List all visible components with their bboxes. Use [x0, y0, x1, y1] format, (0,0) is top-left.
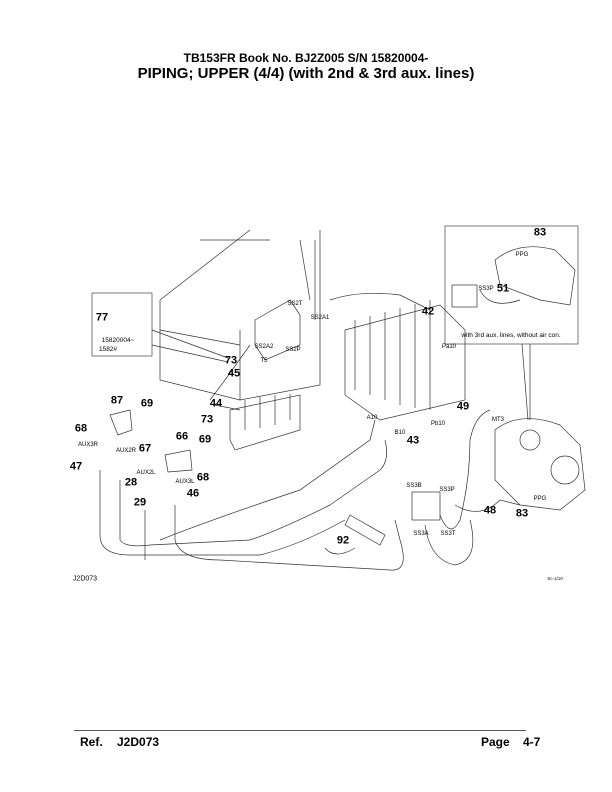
port-label: SS3B [406, 483, 422, 489]
callout-44: 44 [209, 397, 223, 410]
inset-serial-from: 15820004~ [101, 336, 135, 344]
callout-47: 47 [69, 460, 83, 473]
header-book-info: TB153FR Book No. BJ2Z005 S/N 15820004- [183, 51, 429, 65]
port-label: SS2P [285, 347, 301, 353]
inset-box-3rd-aux [444, 225, 579, 345]
port-label: SS2T [287, 301, 303, 307]
callout-45: 45 [227, 367, 241, 380]
sheet-code: Sc-1/10 [547, 575, 563, 581]
port-label: B10 [394, 430, 406, 436]
callout-69: 69 [198, 433, 212, 446]
inset-serial-to: 1582# [98, 345, 118, 353]
callout-51: 51 [496, 282, 510, 295]
port-label: SS3A [413, 531, 429, 537]
port-label: SS3P [439, 487, 455, 493]
port-label: SS2A1 [310, 315, 330, 321]
page-title: PIPING; UPPER (4/4) (with 2nd & 3rd aux.… [137, 65, 475, 82]
port-label: PPG [515, 252, 529, 258]
port-label: Pb10 [430, 421, 446, 427]
callout-69: 69 [140, 397, 154, 410]
callout-42: 42 [421, 305, 435, 318]
callout-77: 77 [95, 311, 109, 324]
callout-67: 67 [138, 442, 152, 455]
port-label: MT3 [492, 417, 504, 423]
callout-28: 28 [124, 476, 138, 489]
port-label: AUX2L [136, 470, 156, 476]
drawing-code: J2D073 [72, 575, 98, 583]
port-label: PPG [533, 496, 547, 502]
callout-68: 68 [196, 471, 210, 484]
inset-box-serial [91, 292, 153, 357]
footer-ref-label: Ref. [80, 735, 103, 749]
callout-29: 29 [133, 496, 147, 509]
callout-92: 92 [336, 534, 350, 547]
port-label: AUX3L [175, 479, 195, 485]
footer-ref-value: J2D073 [117, 735, 160, 749]
port-label: SS2A2 [254, 344, 274, 350]
port-label: A10 [366, 415, 378, 421]
footer-divider [74, 730, 526, 731]
port-label: AUX2R [115, 448, 137, 454]
callout-43: 43 [406, 434, 420, 447]
callout-66: 66 [175, 430, 189, 443]
callout-83: 83 [533, 226, 547, 239]
port-label: SS3P [478, 286, 494, 292]
callout-48: 48 [483, 504, 497, 517]
callout-73: 73 [224, 354, 238, 367]
callout-83: 83 [515, 507, 529, 520]
port-label: T5 [260, 358, 268, 364]
footer-page-label: Page [481, 735, 510, 749]
callout-73: 73 [200, 413, 214, 426]
callout-49: 49 [456, 400, 470, 413]
port-label: AUX3R [77, 442, 99, 448]
callout-68: 68 [74, 422, 88, 435]
inset-note: with 3rd aux. lines, without air con. [461, 331, 561, 339]
port-label: SS3T [440, 531, 456, 537]
callout-46: 46 [186, 487, 200, 500]
footer-page-value: 4-7 [523, 735, 541, 749]
port-label: Pa10 [441, 344, 457, 350]
callout-87: 87 [110, 394, 124, 407]
